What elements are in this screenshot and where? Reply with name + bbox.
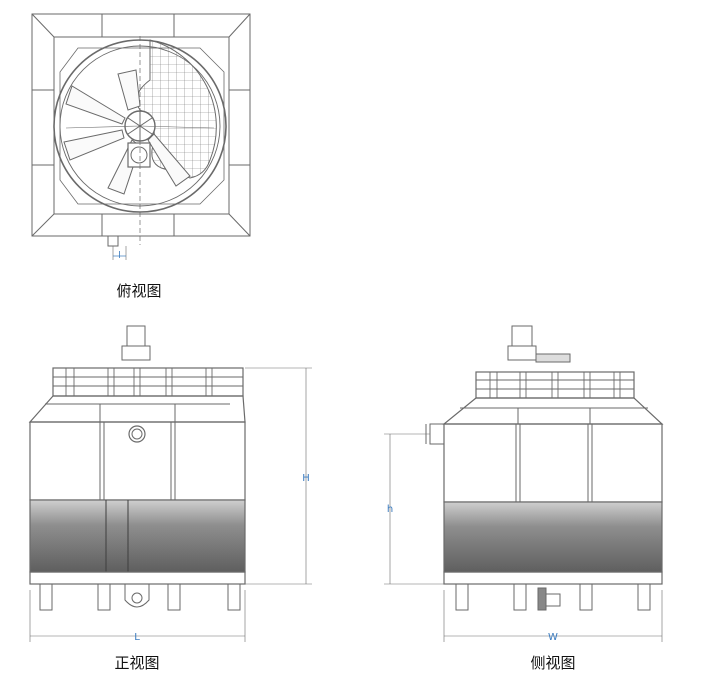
basin-side [443,501,663,573]
front-view [28,325,312,642]
inlet-pipe-side [429,423,445,445]
leg [39,583,53,611]
inlet-pipe-top [107,235,119,247]
dim-label-L: L [134,632,140,643]
fan-deck-front [52,367,244,397]
leg [513,583,527,611]
leg [579,583,593,611]
body-upper-front [29,421,246,501]
dim-label-H: H [302,473,310,484]
body-upper-side [443,423,663,503]
leg [637,583,651,611]
drain-outlet [124,583,150,608]
fan-blades [63,69,191,195]
basin-front [29,499,246,573]
side-view [384,325,664,642]
dim-label-W: W [548,632,558,643]
leg [97,583,111,611]
fan-deck-side [475,371,635,399]
leg [167,583,181,611]
top-view-outer-frame [31,13,251,237]
motor-front [126,325,146,349]
dim-label-l: l [118,251,121,261]
top-view [31,13,251,260]
front-view-title: 正视图 [114,654,160,672]
motor-side [511,325,533,349]
side-view-title: 侧视图 [530,654,576,672]
leg [455,583,469,611]
access-port [128,425,146,443]
leg [227,583,241,611]
top-view-title: 俯视图 [116,282,162,300]
dim-label-h: h [387,504,393,515]
